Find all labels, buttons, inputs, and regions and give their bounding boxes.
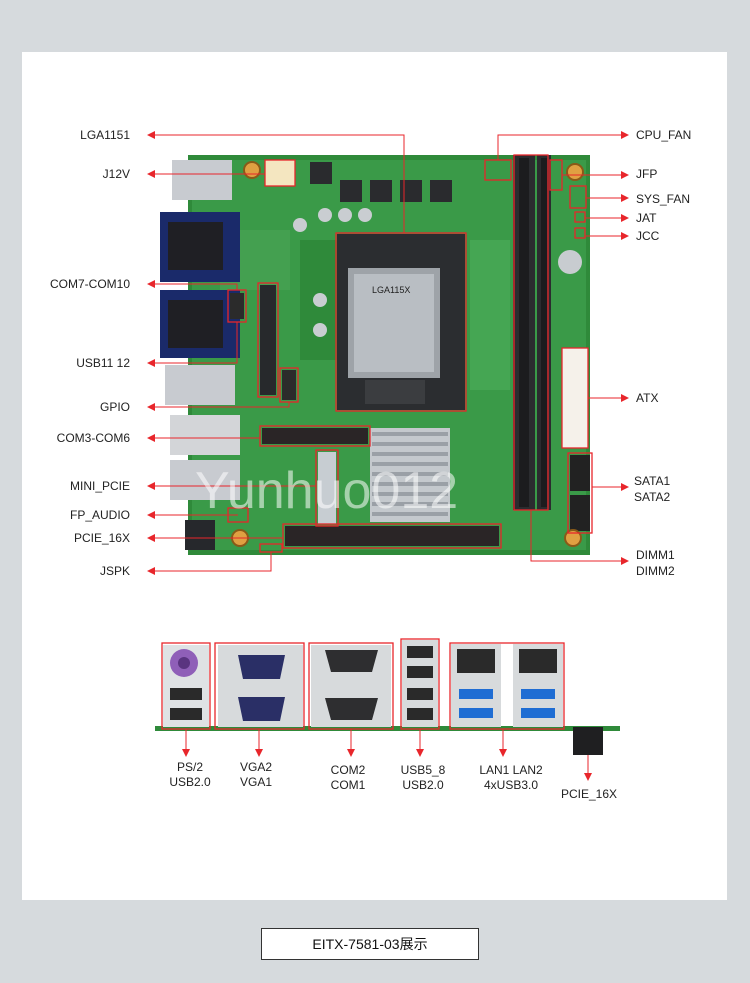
label-mini-pcie: MINI_PCIE bbox=[69, 479, 130, 493]
io-leader-lines bbox=[182, 729, 592, 781]
j12v-connector bbox=[264, 159, 296, 187]
label-jcc: JCC bbox=[636, 229, 660, 243]
leader-lines-left bbox=[147, 131, 405, 575]
label-vga: VGA2 VGA1 bbox=[239, 760, 272, 789]
dimm-slots bbox=[513, 155, 551, 510]
board-headers bbox=[230, 285, 499, 546]
label-usb11-12: USB11 12 bbox=[76, 356, 130, 370]
label-com3-com6: COM3-COM6 bbox=[56, 431, 130, 445]
sata-ports bbox=[570, 455, 590, 531]
label-lga1151: LGA1151 bbox=[80, 128, 130, 142]
label-jspk: JSPK bbox=[99, 564, 130, 578]
label-dimm: DIMM1 DIMM2 bbox=[636, 548, 675, 578]
label-usb5-8: USB5_8 USB2.0 bbox=[400, 763, 446, 792]
io-panel bbox=[155, 640, 620, 755]
atx-connector bbox=[561, 347, 589, 449]
label-jfp: JFP bbox=[636, 167, 658, 181]
label-sata: SATA1 SATA2 bbox=[634, 474, 671, 504]
cmos-battery bbox=[558, 250, 582, 274]
label-pcie-16x-io: PCIE_16X bbox=[560, 787, 618, 801]
watermark-text: Yunhuo012 bbox=[195, 462, 458, 520]
label-gpio: GPIO bbox=[99, 400, 130, 414]
cpu-socket: LGA115X bbox=[337, 234, 465, 410]
cpu-socket-label: LGA115X bbox=[372, 285, 410, 295]
label-cpu-fan: CPU_FAN bbox=[636, 128, 692, 142]
label-ps2-usb: PS/2 USB2.0 bbox=[169, 760, 211, 789]
caption-box: EITX-7581-03展示 bbox=[261, 928, 479, 960]
vrm-chokes bbox=[293, 162, 452, 337]
leader-lines-right bbox=[497, 131, 629, 565]
chipset-heatsink bbox=[370, 428, 450, 522]
label-lan: LAN1 LAN2 4xUSB3.0 bbox=[479, 763, 543, 792]
board-io-connectors bbox=[160, 160, 240, 550]
label-com7-com10: COM7-COM10 bbox=[49, 277, 130, 291]
label-pcie-16x: PCIE_16X bbox=[73, 531, 130, 545]
label-com: COM2 COM1 bbox=[330, 763, 366, 792]
label-j12v: J12V bbox=[102, 167, 130, 181]
label-atx: ATX bbox=[636, 391, 659, 405]
label-sys-fan: SYS_FAN bbox=[636, 192, 691, 206]
label-fp-audio: FP_AUDIO bbox=[69, 508, 130, 522]
label-jat: JAT bbox=[636, 211, 657, 225]
